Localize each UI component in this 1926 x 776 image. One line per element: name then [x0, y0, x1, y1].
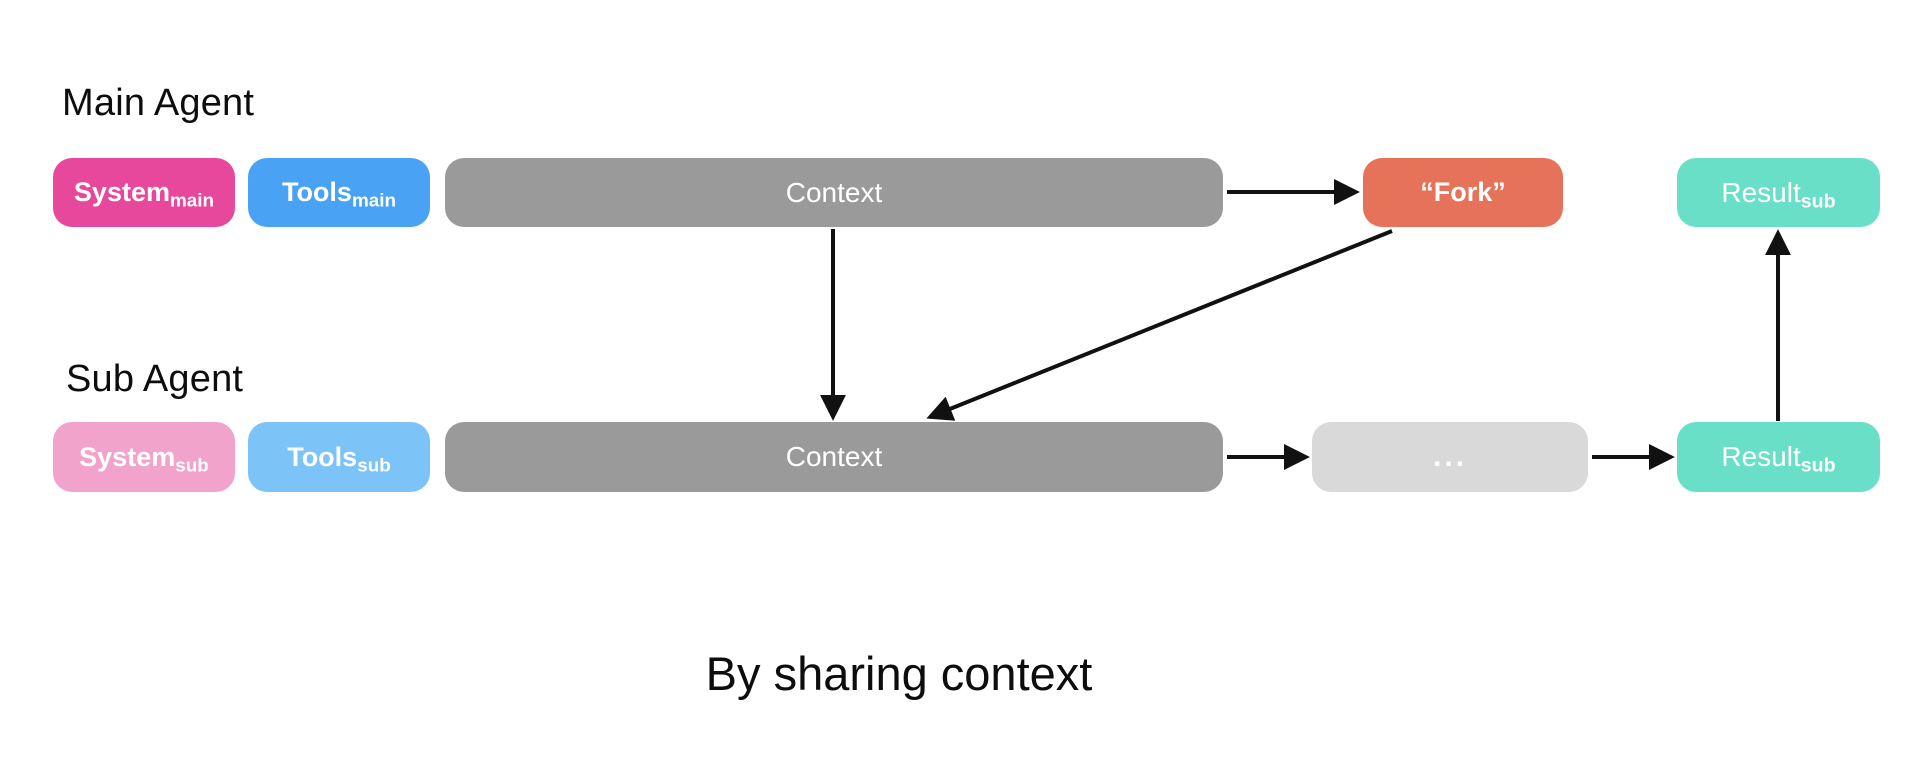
result-bot-subscript: sub	[1800, 454, 1836, 477]
context-main-label: Context	[785, 176, 883, 208]
ellipsis-box: ...	[1312, 422, 1588, 492]
result-top-box: Resultsub	[1677, 158, 1880, 227]
result-bot-box: Resultsub	[1677, 422, 1880, 492]
system-main-text: System	[73, 177, 170, 207]
fork-box: “Fork”	[1363, 158, 1563, 227]
system-sub-label: Systemsub	[79, 441, 209, 476]
arrow-fork-to-context-sub	[926, 229, 1393, 421]
context-sub-label: Context	[785, 441, 883, 472]
sub-agent-heading: Sub Agent	[66, 358, 244, 400]
tools-main-box: Toolsmain	[248, 158, 430, 227]
context-main-box: Context	[445, 158, 1223, 227]
tools-sub-text: Tools	[287, 441, 358, 472]
context-sub-box: Context	[445, 422, 1223, 492]
main-agent-heading: Main Agent	[62, 82, 255, 124]
tools-main-subscript: main	[351, 190, 397, 212]
result-top-subscript: sub	[1800, 189, 1836, 212]
result-bot-label: Resultsub	[1721, 441, 1836, 477]
system-sub-subscript: sub	[175, 454, 209, 476]
fork-label: “Fork”	[1420, 177, 1506, 207]
tools-sub-box: Toolssub	[248, 422, 430, 492]
result-top-label: Resultsub	[1721, 176, 1836, 212]
system-main-label: Systemmain	[73, 177, 215, 212]
result-bot-text: Result	[1721, 441, 1801, 472]
tools-sub-subscript: sub	[357, 454, 391, 476]
ellipsis-label: ...	[1432, 440, 1467, 473]
system-main-box: Systemmain	[53, 158, 235, 227]
system-sub-text: System	[79, 441, 176, 472]
caption: By sharing context	[705, 647, 1093, 700]
tools-main-label: Toolsmain	[281, 177, 397, 212]
tools-sub-label: Toolssub	[287, 441, 391, 476]
tools-main-text: Tools	[281, 177, 352, 207]
system-main-subscript: main	[169, 190, 215, 212]
result-top-text: Result	[1721, 176, 1801, 208]
system-sub-box: Systemsub	[53, 422, 235, 492]
